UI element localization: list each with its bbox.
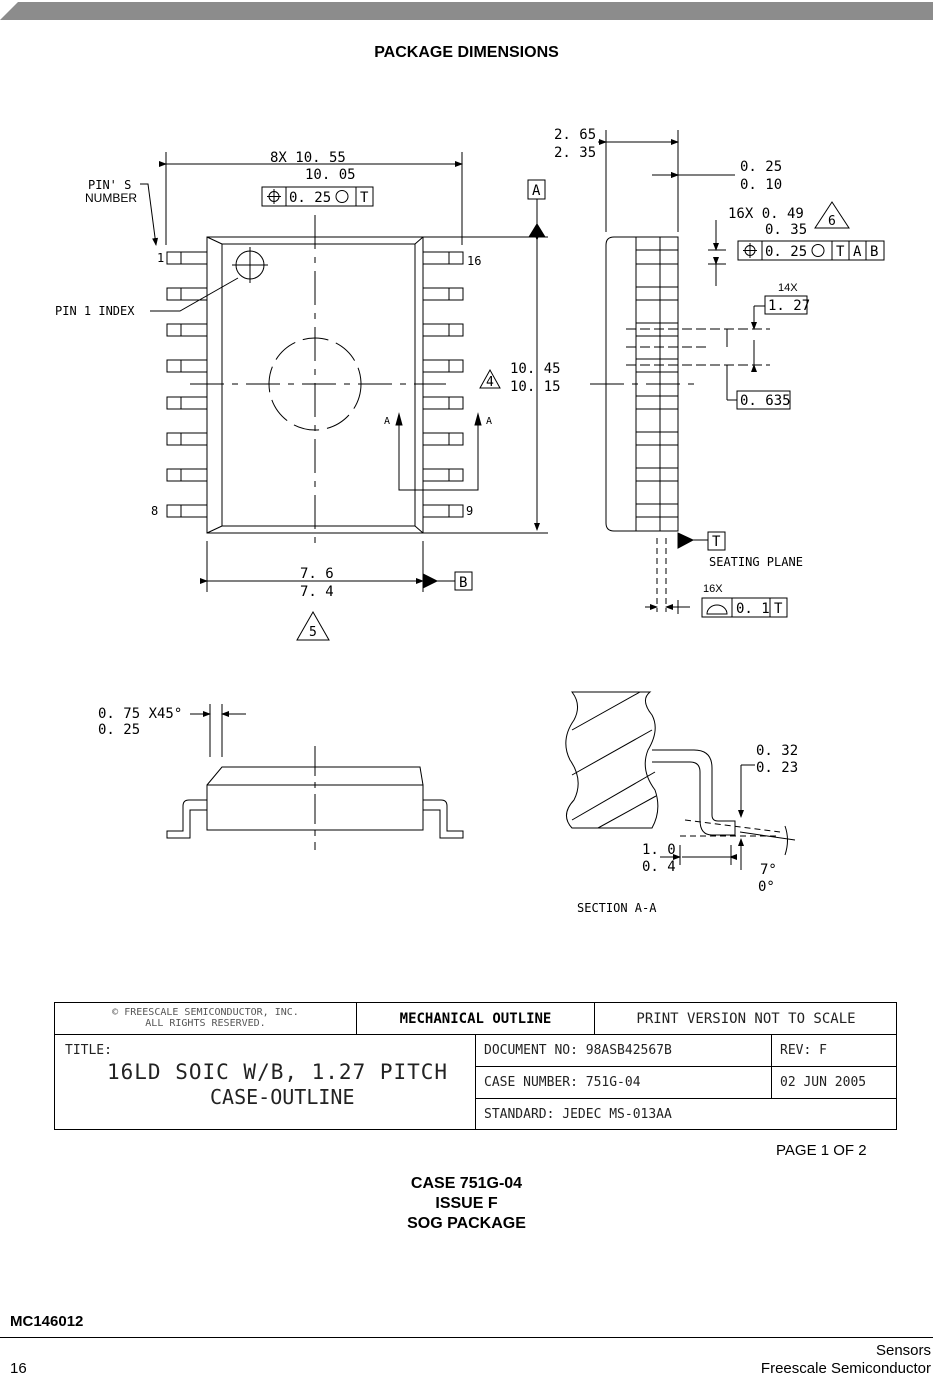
- end-view: [166, 704, 464, 850]
- lead-tol-ref-a: A: [853, 244, 862, 260]
- title-block: © FREESCALE SEMICONDUCTOR, INC. ALL RIGH…: [54, 1002, 897, 1130]
- length-min: 10. 15: [510, 379, 561, 395]
- pin-8-label: 8: [151, 504, 158, 518]
- left-leads: [166, 251, 208, 518]
- foot-max: 1. 0: [642, 842, 676, 858]
- half-pitch-value: 0. 635: [740, 393, 791, 409]
- thickness-min: 0. 23: [756, 760, 798, 776]
- case-number: CASE NUMBER: 751G-04: [476, 1067, 772, 1099]
- copyright-line-1: © FREESCALE SEMICONDUCTOR, INC.: [112, 1007, 299, 1018]
- document-no: DOCUMENT NO: 98ASB42567B: [476, 1035, 772, 1067]
- section-caption: SECTION A-A: [577, 901, 657, 915]
- thickness-max: 0. 32: [756, 743, 798, 759]
- pitch-value: 1. 27: [768, 298, 810, 314]
- section-a-right: A: [486, 416, 492, 427]
- pins-label-2: 10. 05: [305, 167, 356, 183]
- pin-1-label: 1: [157, 251, 164, 265]
- top-view: [140, 152, 548, 641]
- tol-value: 0. 25: [289, 190, 331, 206]
- chamfer-min: 0. 25: [98, 722, 140, 738]
- note-4-label: 4: [486, 375, 494, 390]
- section-title: PACKAGE DIMENSIONS: [374, 44, 559, 61]
- pin-number-label-1: PIN' S: [88, 178, 131, 192]
- angle-min: 0°: [758, 879, 775, 895]
- side-view: [590, 130, 885, 618]
- datum-a-label: A: [532, 183, 541, 199]
- lead-width-min: 0. 35: [765, 222, 807, 238]
- standoff-max: 0. 25: [740, 159, 782, 175]
- height-max: 2. 65: [554, 127, 596, 143]
- lead-tol-ref-t: T: [836, 244, 845, 260]
- issue-label: ISSUE F: [435, 1195, 498, 1212]
- coplanarity-value: 0. 1: [736, 601, 770, 617]
- case-label: CASE 751G-04: [410, 1175, 523, 1192]
- print-note: PRINT VERSION NOT TO SCALE: [595, 1003, 897, 1035]
- mechanical-outline: MECHANICAL OUTLINE: [357, 1003, 595, 1035]
- seating-plane-label: SEATING PLANE: [709, 555, 803, 569]
- angle-max: 7°: [760, 862, 777, 878]
- copyright-line-2: ALL RIGHTS RESERVED.: [145, 1018, 266, 1029]
- foot-min: 0. 4: [642, 859, 676, 875]
- title-cell: TITLE: 16LD SOIC W/B, 1.27 PITCH CASE-OU…: [55, 1035, 476, 1130]
- footer-rule: [0, 1337, 933, 1338]
- part-number: MC146012: [10, 1313, 84, 1330]
- tol-ref: T: [360, 190, 369, 206]
- title-label: TITLE:: [65, 1043, 112, 1058]
- page-number: 16: [10, 1360, 27, 1377]
- pin-16-label: 16: [467, 254, 481, 268]
- page-of: PAGE 1 OF 2: [776, 1142, 867, 1159]
- note-5-label: 5: [309, 625, 317, 640]
- pin-9-label: 9: [466, 504, 473, 518]
- note-6-triangle: [814, 201, 850, 229]
- lead-width-label: 16X 0. 49: [728, 206, 804, 222]
- length-max: 10. 45: [510, 361, 561, 377]
- lead-tol-ref-b: B: [870, 244, 878, 260]
- category: Sensors: [875, 1342, 931, 1359]
- standoff-min: 0. 10: [740, 177, 782, 193]
- right-leads: [422, 251, 464, 518]
- chamfer-max: 0. 75 X45°: [98, 706, 182, 722]
- note-6-label: 6: [828, 214, 836, 229]
- company: Freescale Semiconductor: [760, 1360, 931, 1377]
- note-5-triangle: [296, 610, 330, 641]
- width-min: 7. 4: [300, 584, 334, 600]
- width-max: 7. 6: [300, 566, 334, 582]
- package-label: SOG PACKAGE: [407, 1215, 526, 1232]
- section-a-left: A: [384, 416, 390, 427]
- datum-t-label: T: [712, 534, 721, 550]
- coplanarity-count: 16X: [703, 583, 723, 595]
- datum-b-label: B: [459, 575, 467, 591]
- note-4-triangle: [479, 368, 501, 389]
- pins-label-1: 8X 10. 55: [270, 150, 346, 166]
- copyright-cell: © FREESCALE SEMICONDUCTOR, INC. ALL RIGH…: [55, 1003, 357, 1035]
- pin-number-label-2: NUMBER: [85, 191, 137, 205]
- height-min: 2. 35: [554, 145, 596, 161]
- pitch-count: 14X: [778, 282, 798, 294]
- header-bar: [0, 2, 933, 20]
- standard: STANDARD: JEDEC MS-013AA: [484, 1107, 672, 1122]
- title-line-2: CASE-OUTLINE: [210, 1085, 355, 1109]
- coplanarity-ref: T: [774, 601, 783, 617]
- lead-tol-value: 0. 25: [765, 244, 807, 260]
- pin1-index-label: PIN 1 INDEX: [55, 304, 135, 318]
- issue-date: 02 JUN 2005: [772, 1067, 897, 1099]
- title-line-1: 16LD SOIC W/B, 1.27 PITCH: [107, 1060, 449, 1084]
- section-a-a: [565, 691, 796, 870]
- revision: REV: F: [772, 1035, 897, 1067]
- package-drawing: 8X 10. 55 10. 05 0. 25 T A B PIN' S NUMB…: [55, 127, 885, 915]
